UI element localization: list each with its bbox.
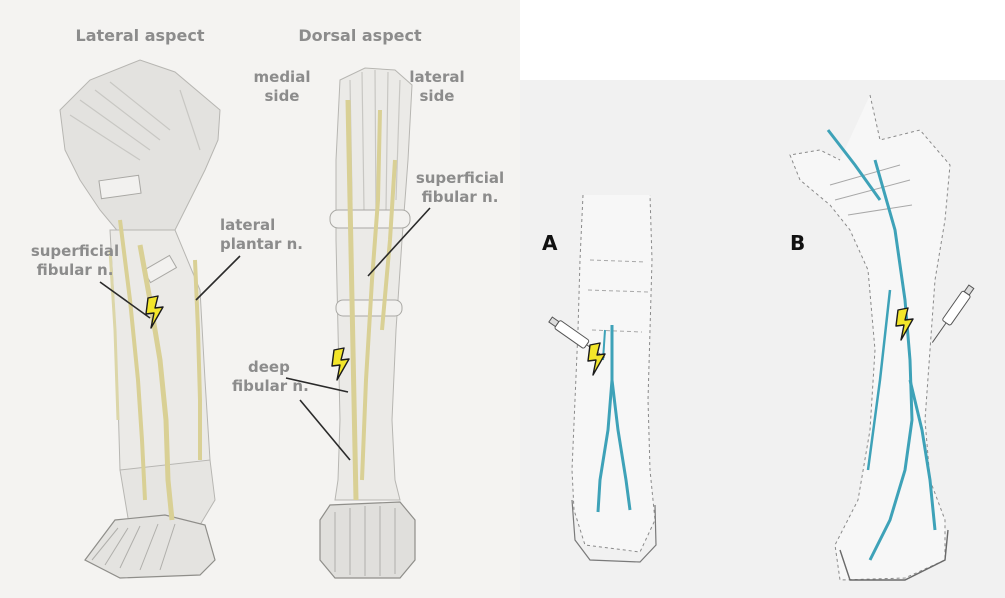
- lateral-plantar-label-line1: lateral: [220, 216, 275, 234]
- lateral-side-label-line1: lateral: [409, 68, 464, 86]
- leg-a-sketch: [572, 195, 656, 562]
- superficial-fibular-dorsal-label-line2: fibular n.: [422, 188, 499, 206]
- medial-side-label-line2: side: [265, 87, 300, 105]
- superficial-fibular-lateral-label-line1: superficial: [31, 242, 119, 260]
- lateral-plantar-label-line2: plantar n.: [220, 235, 303, 253]
- deep-fibular-label-line2: fibular n.: [232, 377, 309, 395]
- medial-side-label-line1: medial: [254, 68, 311, 86]
- lateral-side-label-line2: side: [420, 87, 455, 105]
- dorsal-aspect-heading: Dorsal aspect: [298, 26, 422, 45]
- label-b: B: [790, 231, 805, 255]
- label-a: A: [542, 231, 558, 255]
- deep-fibular-label-line1: deep: [248, 358, 290, 376]
- superficial-fibular-dorsal-label-line1: superficial: [416, 169, 504, 187]
- superficial-fibular-lateral-label-line2: fibular n.: [37, 261, 114, 279]
- lateral-aspect-heading: Lateral aspect: [76, 26, 205, 45]
